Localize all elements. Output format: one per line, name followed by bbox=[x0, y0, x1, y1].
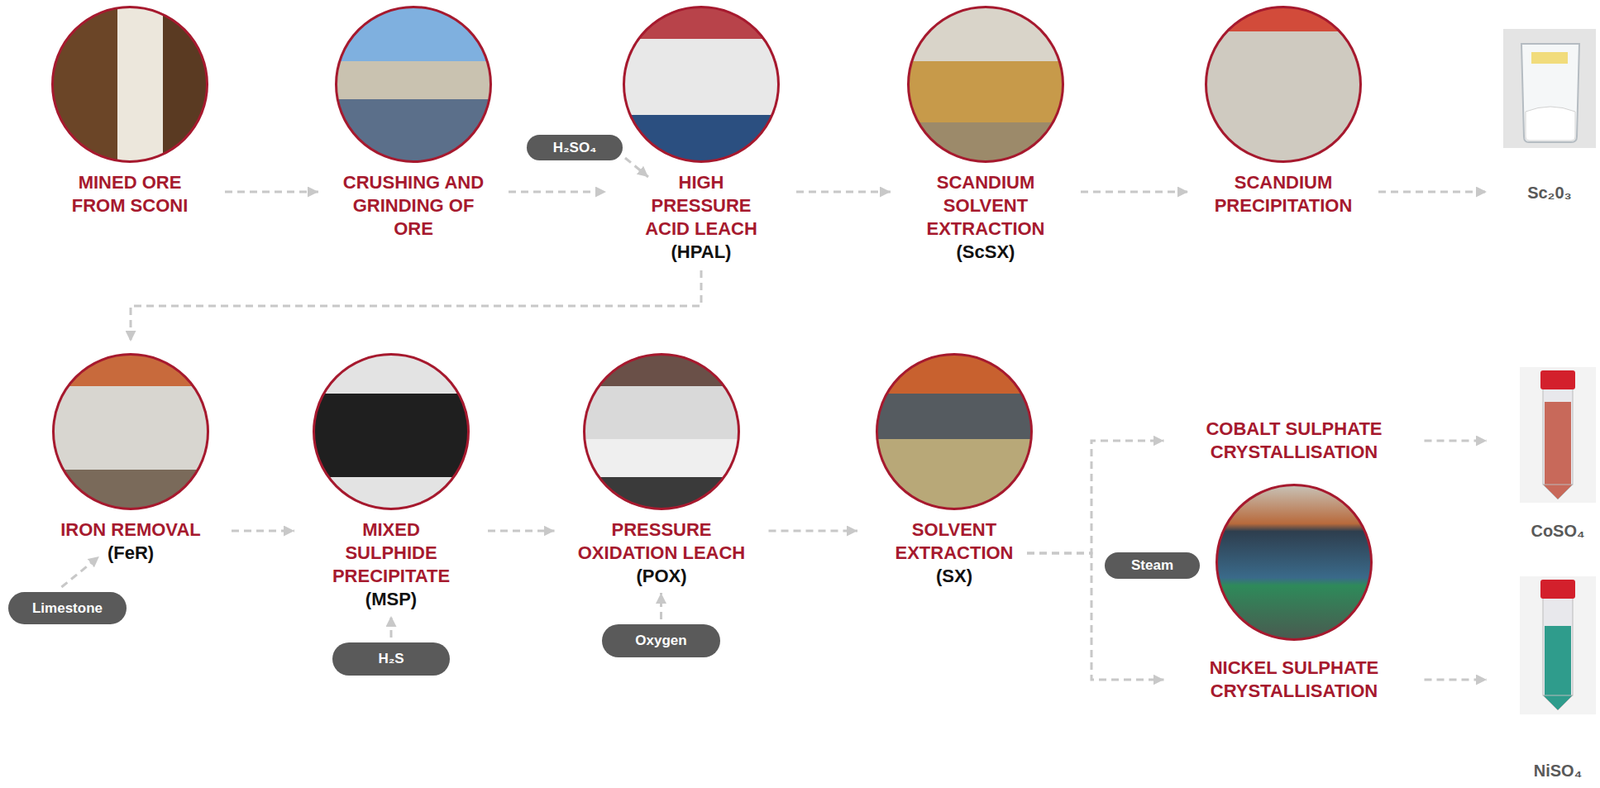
step-label: SCANDIUM PRECIPITATION bbox=[1207, 171, 1361, 218]
step-code: (POX) bbox=[635, 564, 687, 588]
product: Sc₂0₃ bbox=[1503, 28, 1596, 203]
photo-circle bbox=[1204, 5, 1362, 163]
flow-arrow bbox=[487, 530, 555, 533]
process-step: SCANDIUM SOLVENT EXTRACTION(ScSX) bbox=[907, 5, 1065, 264]
input-name: Oxygen bbox=[635, 632, 687, 650]
process-step: CRUSHING AND GRINDING OF ORE bbox=[334, 5, 492, 241]
flow-arrow bbox=[1080, 191, 1189, 194]
process-label: NICKEL SULPHATE CRYSTALLISATION bbox=[1197, 656, 1392, 703]
step-name: SOLVENT EXTRACTION bbox=[888, 518, 1021, 565]
process-label: COBALT SULPHATE CRYSTALLISATION bbox=[1197, 417, 1392, 464]
process-step: SOLVENT EXTRACTION(SX) bbox=[875, 353, 1033, 588]
product-photo bbox=[1519, 367, 1596, 503]
photo-circle bbox=[51, 5, 209, 163]
process-step: HIGH PRESSURE ACID LEACH(HPAL) bbox=[622, 5, 780, 264]
process-step: SCANDIUM PRECIPITATION bbox=[1204, 5, 1362, 218]
photo-circle bbox=[622, 5, 780, 163]
flow-arrow bbox=[625, 157, 649, 177]
step-label: NICKEL SULPHATE CRYSTALLISATION bbox=[1197, 656, 1392, 703]
step-name: SCANDIUM PRECIPITATION bbox=[1207, 171, 1361, 218]
step-label: SCANDIUM SOLVENT EXTRACTION(ScSX) bbox=[919, 171, 1052, 264]
flow-arrow bbox=[796, 191, 891, 194]
product-image bbox=[1519, 367, 1596, 503]
photo-circle bbox=[334, 5, 492, 163]
product-name: CoSO₄ bbox=[1530, 520, 1585, 541]
step-label: SOLVENT EXTRACTION(SX) bbox=[888, 518, 1021, 588]
input-name: H₂SO₄ bbox=[553, 139, 598, 157]
photo-circle bbox=[52, 353, 210, 511]
product-image bbox=[1519, 576, 1596, 715]
input-pill: Oxygen bbox=[601, 624, 721, 658]
process-step: PRESSURE OXIDATION LEACH(POX) bbox=[573, 353, 751, 588]
step-name: PRESSURE OXIDATION LEACH bbox=[573, 518, 751, 565]
step-name: CRUSHING AND GRINDING OF ORE bbox=[337, 171, 491, 241]
step-code: (SX) bbox=[936, 564, 973, 588]
step-name: IRON REMOVAL bbox=[60, 518, 201, 542]
product-name: Sc₂0₃ bbox=[1527, 182, 1572, 203]
flow-arrow bbox=[768, 530, 859, 533]
process-step: IRON REMOVAL(FeR) bbox=[47, 353, 214, 565]
step-label: HIGH PRESSURE ACID LEACH(HPAL) bbox=[639, 171, 764, 264]
process-step: MINED ORE FROM SCONI bbox=[51, 5, 209, 218]
product-photo bbox=[1519, 576, 1596, 715]
step-name: MINED ORE FROM SCONI bbox=[55, 171, 205, 218]
product: NiSO₄ bbox=[1519, 576, 1596, 781]
flow-arrow bbox=[390, 616, 393, 638]
step-label: IRON REMOVAL(FeR) bbox=[47, 518, 214, 565]
flow-arrow bbox=[1424, 439, 1488, 443]
step-name: MIXED SULPHIDE PRECIPITATE bbox=[324, 518, 458, 588]
product-image bbox=[1503, 28, 1596, 149]
flow-arrow bbox=[61, 556, 100, 588]
step-label: COBALT SULPHATE CRYSTALLISATION bbox=[1197, 417, 1392, 464]
photo-circle bbox=[875, 353, 1033, 511]
input-pill: H₂SO₄ bbox=[526, 134, 623, 161]
flow-arrow bbox=[659, 592, 663, 620]
input-name: Limestone bbox=[32, 600, 103, 617]
photo-circle bbox=[312, 353, 470, 511]
step-code: (FeR) bbox=[107, 541, 154, 565]
flow-arrow bbox=[224, 191, 319, 194]
step-name: HIGH PRESSURE ACID LEACH bbox=[639, 171, 764, 241]
step-label: MIXED SULPHIDE PRECIPITATE(MSP) bbox=[324, 518, 458, 612]
step-label: PRESSURE OXIDATION LEACH(POX) bbox=[573, 518, 751, 588]
photo-circle bbox=[1217, 485, 1372, 640]
step-code: (HPAL) bbox=[671, 240, 732, 264]
flow-arrow bbox=[508, 191, 607, 194]
step-name: NICKEL SULPHATE CRYSTALLISATION bbox=[1197, 656, 1392, 703]
product: CoSO₄ bbox=[1519, 367, 1596, 541]
flow-arrow bbox=[1026, 440, 1165, 554]
product-name: NiSO₄ bbox=[1533, 760, 1582, 781]
input-pill: H₂S bbox=[332, 642, 450, 676]
input-name: Steam bbox=[1131, 557, 1174, 574]
flow-arrow bbox=[231, 530, 295, 533]
product-photo bbox=[1503, 28, 1596, 149]
input-name: H₂S bbox=[377, 650, 404, 668]
photo-circle bbox=[907, 5, 1065, 163]
input-pill: Limestone bbox=[8, 592, 127, 625]
photo-circle bbox=[582, 353, 741, 511]
step-name: SCANDIUM SOLVENT EXTRACTION bbox=[919, 171, 1052, 241]
step-name: COBALT SULPHATE CRYSTALLISATION bbox=[1197, 417, 1392, 464]
step-label: MINED ORE FROM SCONI bbox=[55, 171, 205, 218]
step-code: (MSP) bbox=[365, 587, 417, 612]
flow-arrow bbox=[1378, 191, 1487, 194]
process-step: MIXED SULPHIDE PRECIPITATE(MSP) bbox=[312, 353, 470, 612]
flow-arrow bbox=[1424, 678, 1488, 682]
step-label: CRUSHING AND GRINDING OF ORE bbox=[337, 171, 491, 241]
step-code: (ScSX) bbox=[956, 240, 1016, 264]
input-pill: Steam bbox=[1104, 552, 1200, 579]
flow-arrow bbox=[130, 270, 702, 342]
